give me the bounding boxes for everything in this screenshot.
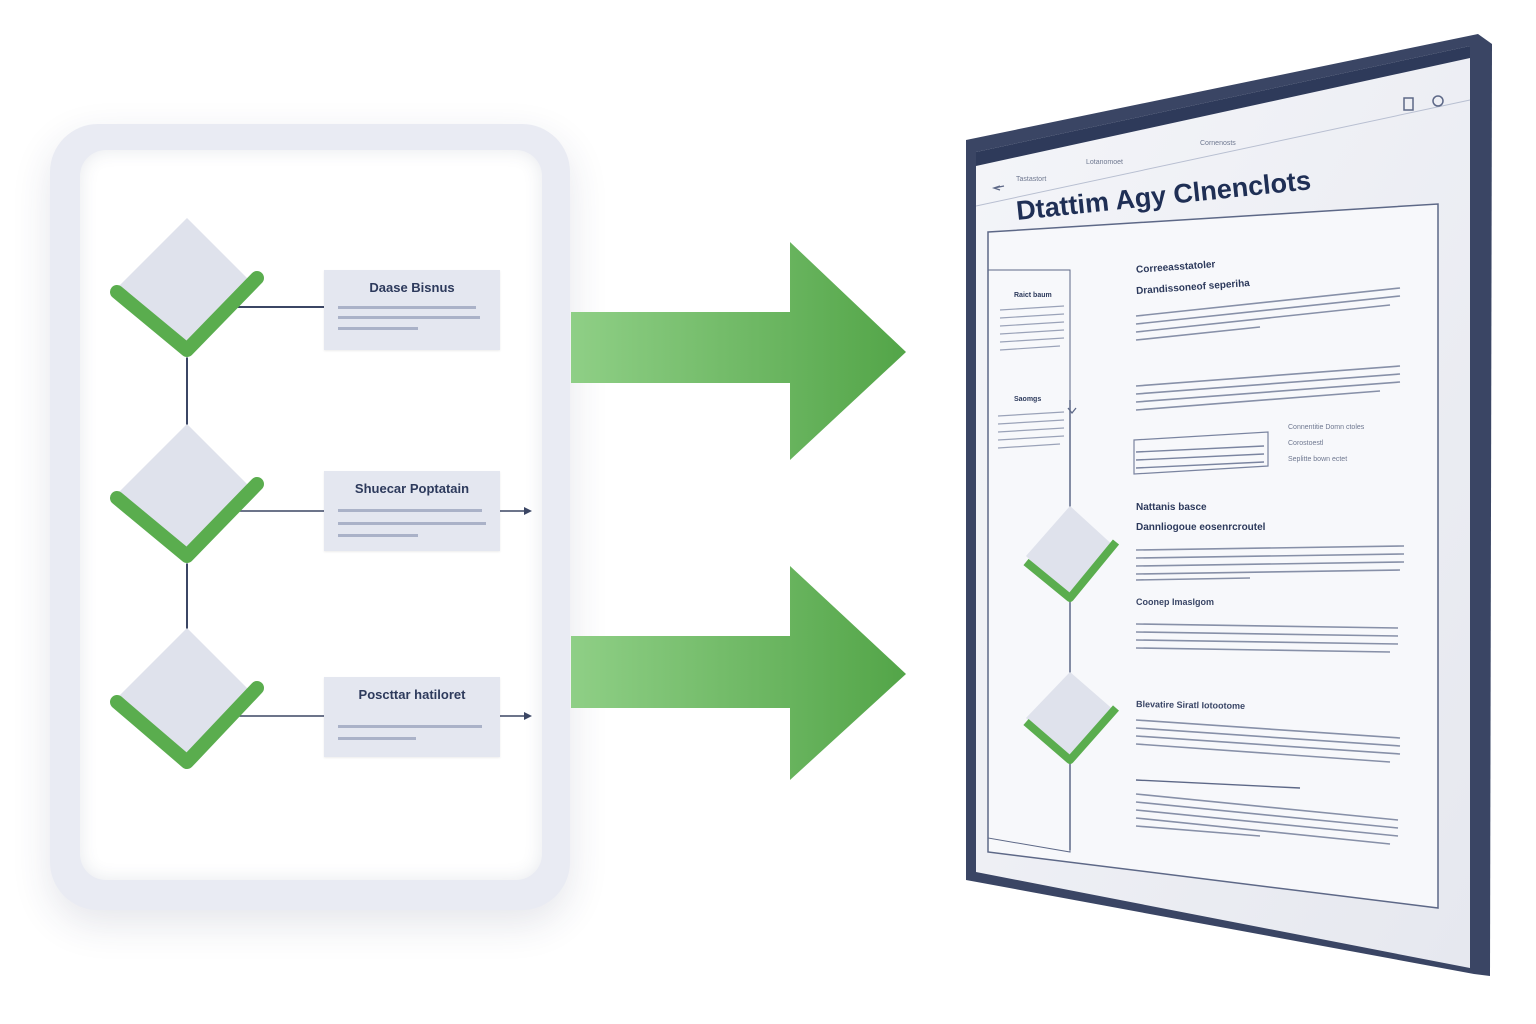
decision-diamond — [110, 628, 264, 769]
node-label: Shuecar Poptatain — [354, 481, 470, 496]
arrowhead-icon — [524, 507, 532, 515]
arrowhead-icon — [524, 712, 532, 720]
sidebar-heading: Raict baum — [1014, 292, 1052, 299]
nav-center-label[interactable]: Cornenosts — [1200, 140, 1236, 147]
section-heading: Blevatire Siratl Iotootome — [1135, 699, 1246, 711]
sidebar-section: Saomgs — [1014, 396, 1042, 403]
arrow-right-icon — [571, 242, 906, 460]
text-line — [338, 737, 416, 740]
header-divider — [975, 99, 1471, 207]
text-line — [338, 306, 476, 309]
text-line — [338, 534, 418, 537]
section-subheading: Dannliogoue eosenrcroutel — [1136, 522, 1266, 533]
process-node: Daase Bisnus — [324, 270, 500, 350]
decision-diamond — [1023, 506, 1120, 602]
process-node: Poscttar hatiloret — [324, 677, 500, 757]
text-line — [338, 522, 486, 525]
nav-back-label[interactable]: Tastastort — [1016, 176, 1047, 183]
comment-icon[interactable] — [1432, 95, 1444, 107]
chevron-down-icon[interactable] — [1067, 407, 1077, 415]
form-field[interactable] — [1133, 431, 1269, 475]
arrow-right-icon — [571, 566, 906, 780]
side-note: Connentitie Domn ctoles — [1288, 424, 1365, 431]
node-label: Daase Bisnus — [369, 280, 455, 295]
decision-diamond — [110, 424, 264, 564]
side-note: Seplitte bown ectet — [1288, 456, 1348, 463]
document-sidebar — [987, 269, 1071, 853]
process-node: Shuecar Poptatain — [324, 471, 500, 551]
paragraph-lines — [1135, 287, 1405, 845]
sidebar-lines — [997, 305, 1065, 449]
heading-underline — [1135, 779, 1301, 789]
back-arrow-icon[interactable] — [991, 185, 1005, 191]
decision-diamond — [110, 218, 264, 358]
text-line — [338, 725, 482, 728]
node-label: Poscttar hatiloret — [358, 687, 466, 702]
text-line — [338, 327, 418, 330]
text-line — [338, 316, 480, 319]
section-heading: Nattanis basce — [1136, 502, 1207, 513]
decision-diamond — [1023, 672, 1119, 764]
text-line — [338, 509, 482, 512]
side-note: Corostoestl — [1288, 440, 1324, 447]
section-heading: Coonep Imaslgom — [1136, 597, 1215, 607]
browser-tab-strip — [976, 46, 1470, 166]
nav-middle-label[interactable]: Lotanomoet — [1086, 159, 1123, 166]
bookmark-icon[interactable] — [1403, 97, 1414, 111]
form-field-lines — [1135, 445, 1265, 469]
